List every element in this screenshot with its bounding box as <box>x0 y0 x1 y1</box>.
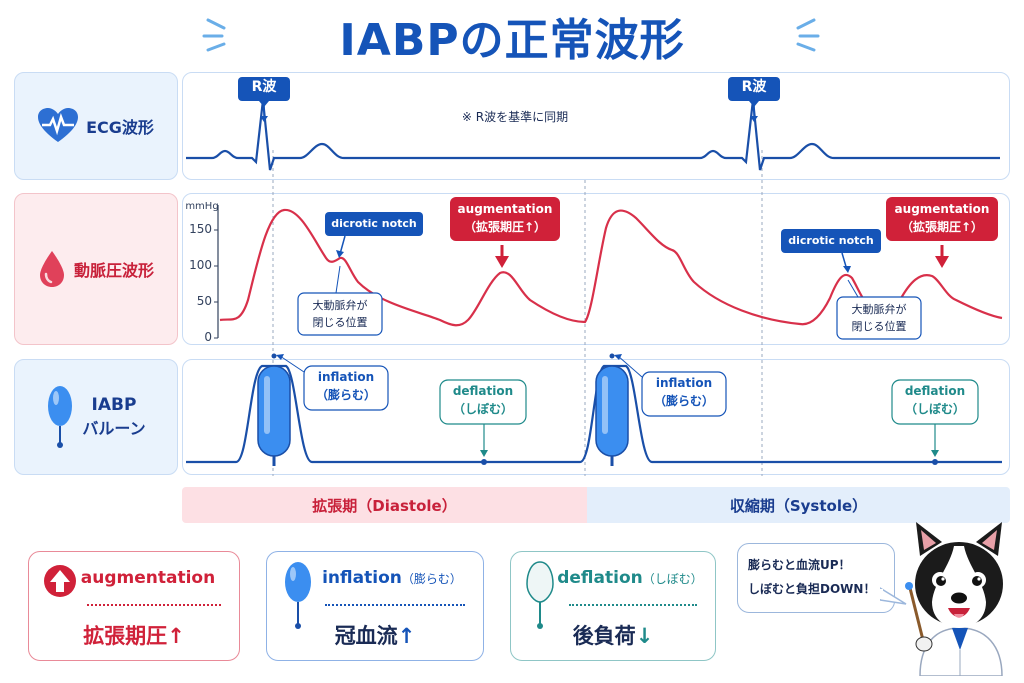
r-wave-label-1: R波 <box>251 79 277 95</box>
deflated-balloon-icon <box>526 561 554 629</box>
augmentation-card: augmentation 拡張期圧↑ <box>28 551 240 661</box>
deflation-callout-1 <box>439 379 527 465</box>
deflation-label-1a: deflation <box>452 384 514 398</box>
balloon-label-2: バルーン <box>82 419 146 438</box>
valve-callout-1 <box>297 265 383 336</box>
valve-label-2b: 閉じる位置 <box>851 320 907 333</box>
ecg-row-label: ECG波形 <box>14 72 178 180</box>
augmentation-card-head: augmentation <box>80 568 216 588</box>
diastole-phase-bar: 拡張期（Diastole） <box>182 487 587 523</box>
dicrotic-label-1: dicrotic notch <box>331 217 417 230</box>
dicrotic-notch-badge-1 <box>325 212 423 258</box>
dicrotic-notch-badge-2 <box>781 229 881 273</box>
aug-label-2a: augmentation <box>894 202 990 216</box>
dicrotic-label-2: dicrotic notch <box>788 234 874 247</box>
deflation-card-foot: 後負荷↓ <box>572 624 654 648</box>
up-arrow-icon-2: ↑ <box>397 624 416 648</box>
sparkle-left-icon <box>202 18 226 52</box>
inflation-label-2a: inflation <box>655 376 713 390</box>
deflation-callout-2 <box>891 379 979 465</box>
aug-label-1a: augmentation <box>457 202 553 216</box>
r-wave-badge-2 <box>728 77 780 122</box>
ecg-trace <box>186 99 1000 171</box>
balloon-label-1: IABP <box>91 395 137 415</box>
balloon-trace <box>186 364 1002 464</box>
r-wave-badge-1 <box>238 77 290 122</box>
balloon-row-label: IABP バルーン <box>14 359 178 475</box>
inflation-label-1b: （膨らむ） <box>315 388 376 402</box>
arterial-row-label: 動脈圧波形 <box>14 193 178 345</box>
deflation-label-2a: deflation <box>904 384 966 398</box>
speech-bubble-tail <box>880 587 907 605</box>
tick-0: 0 <box>204 330 212 344</box>
augmentation-card-foot: 拡張期圧↑ <box>83 624 185 648</box>
augmentation-badge-2 <box>886 197 998 268</box>
aug-label-1b: （拡張期圧↑） <box>463 220 547 234</box>
deflation-label-2b: （しぼむ） <box>904 402 965 416</box>
inflation-card-rule <box>325 604 465 606</box>
valve-callout-2 <box>836 279 922 340</box>
inflation-callout-1 <box>276 354 389 411</box>
deflation-card-head: deflation（しぼむ） <box>557 568 703 588</box>
aug-label-2b: （拡張期圧↑） <box>900 220 984 234</box>
inflation-label-2b: （膨らむ） <box>653 394 714 408</box>
deflation-card-rule <box>569 604 697 606</box>
inflation-label-1a: inflation <box>317 370 375 384</box>
tick-150: 150 <box>189 222 212 236</box>
inflated-balloon-2 <box>595 353 629 466</box>
deflation-label-1b: （しぼむ） <box>452 402 513 416</box>
inflation-card: inflation（膨らむ） 冠血流↑ <box>266 551 484 661</box>
valve-label-1a: 大動脈弁が <box>312 299 368 312</box>
balloon-icon <box>48 386 73 448</box>
deflation-card: deflation（しぼむ） 後負荷↓ <box>510 551 716 661</box>
tick-50: 50 <box>196 294 212 308</box>
inflation-card-foot: 冠血流↑ <box>334 624 416 648</box>
ecg-panel <box>182 72 1010 180</box>
inflated-balloon-icon <box>285 562 311 629</box>
speech-line-2: しぼむと負担DOWN！ <box>748 582 876 596</box>
up-arrow-icon: ↑ <box>167 624 185 648</box>
valve-label-2a: 大動脈弁が <box>851 303 907 316</box>
tick-100: 100 <box>189 258 212 272</box>
inflation-card-head: inflation（膨らむ） <box>322 568 462 588</box>
speech-line-1: 膨らむと血流UP！ <box>748 558 851 572</box>
blood-drop-icon <box>39 251 64 287</box>
ecg-label: ECG波形 <box>86 118 154 137</box>
sparkle-right-icon <box>796 18 820 52</box>
dog-doctor-mascot <box>905 522 1003 676</box>
pressure-unit: mmHg <box>185 201 219 212</box>
sync-note: ※ R波を基準に同期 <box>461 110 569 124</box>
up-arrow-circle-icon <box>44 565 76 597</box>
mascot-speech-bubble: 膨らむと血流UP！ しぼむと負担DOWN！ <box>737 543 895 613</box>
valve-label-1b: 閉じる位置 <box>312 316 368 329</box>
inflated-balloon-1 <box>257 353 291 466</box>
page-title: IABPの正常波形 <box>339 15 685 66</box>
down-arrow-icon: ↓ <box>635 624 654 648</box>
augmentation-badge-1 <box>450 197 560 268</box>
augmentation-card-rule <box>87 604 221 606</box>
r-wave-label-2: R波 <box>741 79 767 95</box>
systole-phase-bar: 収縮期（Systole） <box>587 487 1010 523</box>
inflation-callout-2 <box>614 354 727 417</box>
arterial-label: 動脈圧波形 <box>73 261 154 280</box>
heart-ecg-icon <box>38 108 79 142</box>
